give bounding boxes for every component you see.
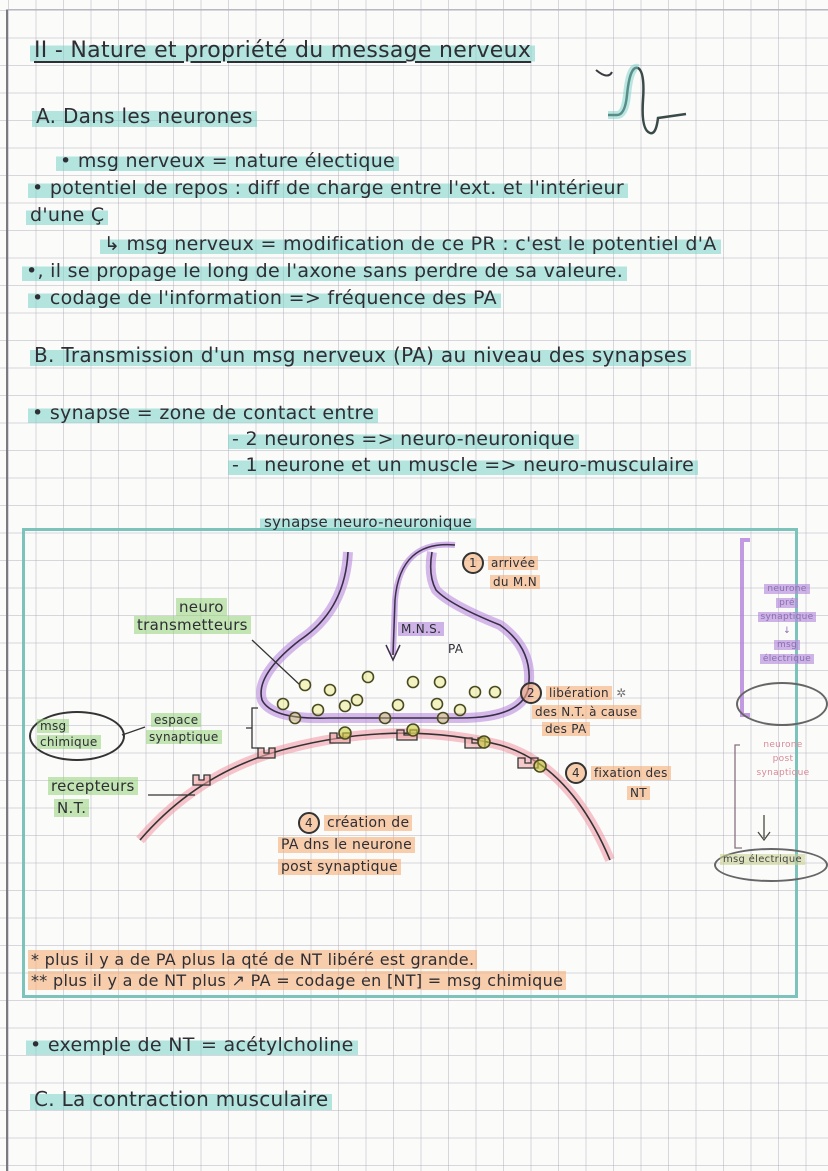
bullet-codage: • codage de l'information => fréquence d… bbox=[28, 287, 501, 309]
synapse-type-neuro-musculaire: - 1 neurone et un muscle => neuro-muscul… bbox=[228, 454, 699, 476]
diagram-title: synapse neuro-neuronique bbox=[260, 513, 477, 531]
section-a-heading: A. Dans les neurones bbox=[32, 104, 257, 128]
synapse-type-neuro-neuronique: - 2 neurones => neuro-neuronique bbox=[228, 428, 579, 450]
footnote-2: ** plus il y a de NT plus ↗ PA = codage … bbox=[28, 971, 567, 990]
bullet-potentiel-repos-cont: d'une Ç bbox=[26, 204, 109, 226]
label-espace-synaptique: espace synaptique bbox=[146, 712, 222, 746]
side-note-msg-electrique: msg électrique bbox=[720, 854, 805, 865]
label-recepteurs: recepteurs N.T. bbox=[48, 775, 138, 819]
side-note-presynaptique: neurone pré synaptique ↓ msg électrique bbox=[752, 582, 822, 666]
example-nt: • exemple de NT = acétylcholine bbox=[26, 1034, 358, 1056]
bullet-msg-nerveux: • msg nerveux = nature électique bbox=[56, 150, 400, 172]
bullet-modification-pr: ↳ msg nerveux = modification de ce PR : … bbox=[100, 233, 721, 255]
synapse-definition: • synapse = zone de contact entre bbox=[28, 402, 379, 424]
msg-chimique-oval bbox=[29, 711, 125, 761]
msg-electrique-oval-top bbox=[736, 682, 828, 726]
section-b-heading: B. Transmission d'un msg nerveux (PA) au… bbox=[30, 343, 692, 367]
label-neurotransmetteurs: neuro transmetteurs bbox=[134, 598, 251, 634]
label-pa: PA bbox=[448, 642, 464, 656]
label-msg-chimique: msg chimique bbox=[37, 718, 101, 750]
synapse-diagram-frame bbox=[22, 528, 798, 998]
label-mns: M.N.S. bbox=[398, 622, 445, 636]
page-margin-line bbox=[6, 10, 8, 1171]
bullet-propagation: •, il se propage le long de l'axone sans… bbox=[22, 260, 628, 282]
side-note-postsynaptique: neurone post synaptique bbox=[756, 740, 810, 778]
footnote-1: * plus il y a de PA plus la qté de NT li… bbox=[28, 950, 478, 969]
page-title: II - Nature et propriété du message nerv… bbox=[30, 38, 536, 63]
msg-electrique-oval-bottom bbox=[714, 848, 828, 882]
section-c-heading: C. La contraction musculaire bbox=[30, 1087, 333, 1111]
page-top-edge bbox=[6, 9, 828, 10]
bullet-potentiel-repos: • potentiel de repos : diff de charge en… bbox=[28, 177, 628, 199]
